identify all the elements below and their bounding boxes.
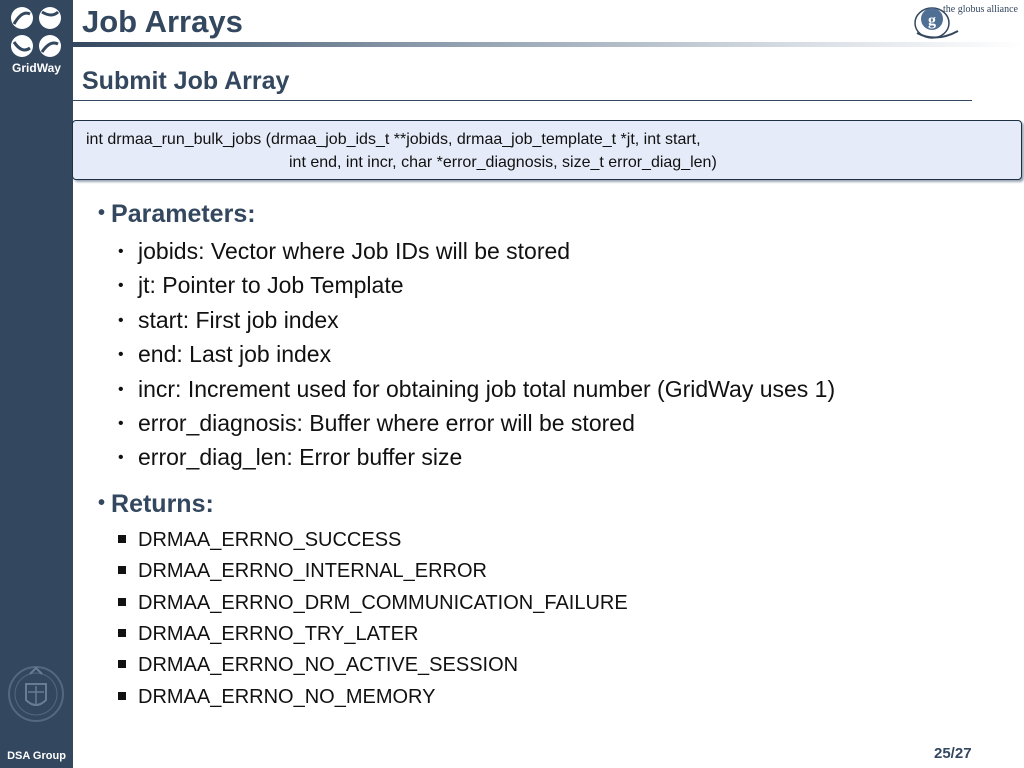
slide-title: Job Arrays bbox=[82, 4, 243, 39]
bullet-icon: • bbox=[118, 312, 124, 329]
university-seal-icon bbox=[8, 666, 64, 722]
returns-heading: •Returns: bbox=[98, 490, 214, 519]
gridway-label: GridWay bbox=[12, 61, 61, 75]
list-item: DRMAA_ERRNO_NO_MEMORY bbox=[118, 686, 435, 709]
bullet-icon: • bbox=[118, 243, 124, 260]
bullet-icon: • bbox=[118, 415, 124, 432]
signature-line-2: int end, int incr, char *error_diagnosis… bbox=[289, 154, 717, 171]
return-code-text: DRMAA_ERRNO_SUCCESS bbox=[138, 529, 402, 551]
square-bullet-icon bbox=[118, 692, 126, 700]
list-item: • error_diagnosis: Buffer where error wil… bbox=[118, 410, 635, 437]
parameters-heading: •Parameters: bbox=[98, 200, 256, 229]
parameter-text: error_diag_len: Error buffer size bbox=[138, 444, 463, 470]
return-code-text: DRMAA_ERRNO_DRM_COMMUNICATION_FAILURE bbox=[138, 592, 628, 614]
gridway-logo-icon bbox=[11, 7, 61, 57]
function-signature-box: int drmaa_run_bulk_jobs (drmaa_job_ids_t… bbox=[72, 120, 1022, 180]
globus-alliance-wordmark: the globus alliance bbox=[943, 4, 1018, 15]
square-bullet-icon bbox=[118, 660, 126, 668]
list-item: • end: Last job index bbox=[118, 341, 331, 368]
return-code-text: DRMAA_ERRNO_NO_MEMORY bbox=[138, 686, 436, 708]
bullet-icon: • bbox=[118, 346, 124, 363]
list-item: DRMAA_ERRNO_SUCCESS bbox=[118, 529, 401, 552]
list-item: DRMAA_ERRNO_INTERNAL_ERROR bbox=[118, 560, 487, 583]
list-item: • jobids: Vector where Job IDs will be st… bbox=[118, 238, 570, 265]
square-bullet-icon bbox=[118, 535, 126, 543]
svg-text:g: g bbox=[928, 12, 936, 29]
bullet-icon: • bbox=[98, 202, 106, 224]
list-item: DRMAA_ERRNO_NO_ACTIVE_SESSION bbox=[118, 654, 518, 677]
parameter-text: start: First job index bbox=[138, 307, 339, 333]
square-bullet-icon bbox=[118, 566, 126, 574]
list-item: DRMAA_ERRNO_DRM_COMMUNICATION_FAILURE bbox=[118, 592, 628, 615]
bullet-icon: • bbox=[118, 381, 124, 398]
bullet-icon: • bbox=[98, 492, 106, 514]
parameter-text: error_diagnosis: Buffer where error will… bbox=[138, 410, 635, 436]
parameter-text: jt: Pointer to Job Template bbox=[138, 272, 404, 298]
signature-line-1: int drmaa_run_bulk_jobs (drmaa_job_ids_t… bbox=[86, 131, 701, 148]
square-bullet-icon bbox=[118, 629, 126, 637]
slide-subtitle: Submit Job Array bbox=[82, 67, 290, 95]
list-item: • incr: Increment used for obtaining job … bbox=[118, 376, 835, 403]
return-code-text: DRMAA_ERRNO_INTERNAL_ERROR bbox=[138, 560, 487, 582]
returns-heading-text: Returns: bbox=[111, 490, 214, 518]
globus-alliance-logo-icon: g bbox=[914, 7, 959, 39]
subtitle-divider bbox=[73, 100, 972, 101]
bullet-icon: • bbox=[118, 449, 124, 466]
bullet-icon: • bbox=[118, 277, 124, 294]
return-code-text: DRMAA_ERRNO_TRY_LATER bbox=[138, 623, 419, 645]
page-number: 25/27 bbox=[934, 745, 972, 762]
list-item: DRMAA_ERRNO_TRY_LATER bbox=[118, 623, 418, 646]
dsa-group-label: DSA Group bbox=[7, 750, 66, 762]
parameter-text: incr: Increment used for obtaining job t… bbox=[138, 376, 836, 402]
return-code-text: DRMAA_ERRNO_NO_ACTIVE_SESSION bbox=[138, 654, 519, 676]
sidebar: GridWay DSA Group bbox=[0, 0, 73, 768]
square-bullet-icon bbox=[118, 598, 126, 606]
list-item: • error_diag_len: Error buffer size bbox=[118, 444, 462, 471]
title-divider bbox=[73, 42, 1024, 47]
list-item: • jt: Pointer to Job Template bbox=[118, 272, 404, 299]
parameters-heading-text: Parameters: bbox=[111, 200, 256, 228]
list-item: • start: First job index bbox=[118, 307, 339, 334]
parameter-text: jobids: Vector where Job IDs will be sto… bbox=[138, 238, 571, 264]
parameter-text: end: Last job index bbox=[138, 341, 332, 367]
